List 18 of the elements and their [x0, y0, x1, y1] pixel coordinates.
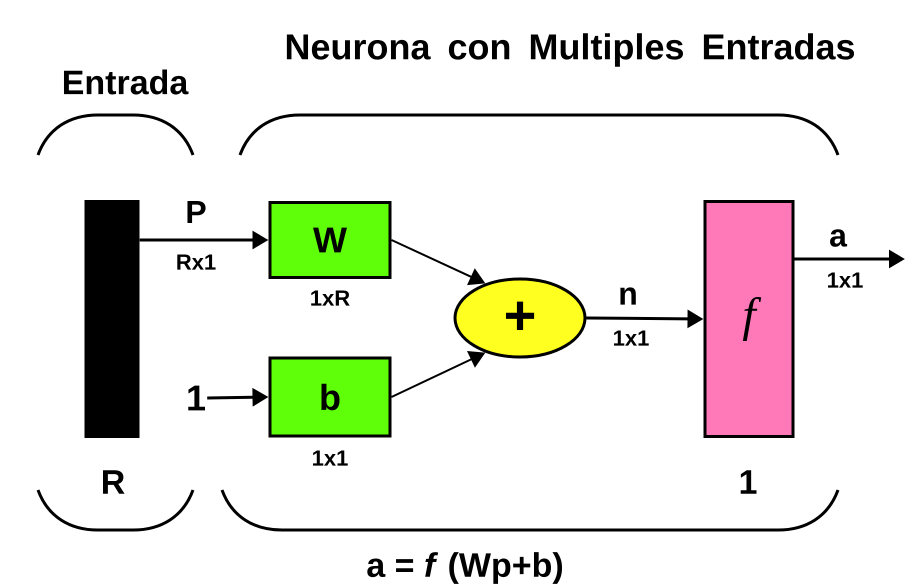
edge-label: a	[830, 229, 848, 247]
size-label: Rx1	[177, 254, 216, 270]
transfer-function-box: f	[704, 200, 794, 438]
weight-box: W	[268, 201, 392, 279]
edge-label: P	[187, 201, 206, 224]
input-constant: 1	[188, 386, 205, 410]
group-heading: Entrada	[64, 70, 189, 94]
size-label: 1xR	[311, 290, 350, 306]
title: Neurona con Multiples Entradas	[286, 33, 854, 67]
size-label: 1x1	[313, 450, 348, 466]
edge-label: n	[620, 287, 636, 305]
bias-box: b	[268, 356, 392, 438]
size-label: 1	[740, 470, 756, 494]
size-label: 1x1	[828, 272, 863, 288]
size-label: R	[103, 470, 125, 494]
size-label: 1x1	[614, 330, 649, 346]
input-bar	[84, 200, 140, 438]
formula-caption: a = f (Wp+b)	[367, 552, 562, 584]
